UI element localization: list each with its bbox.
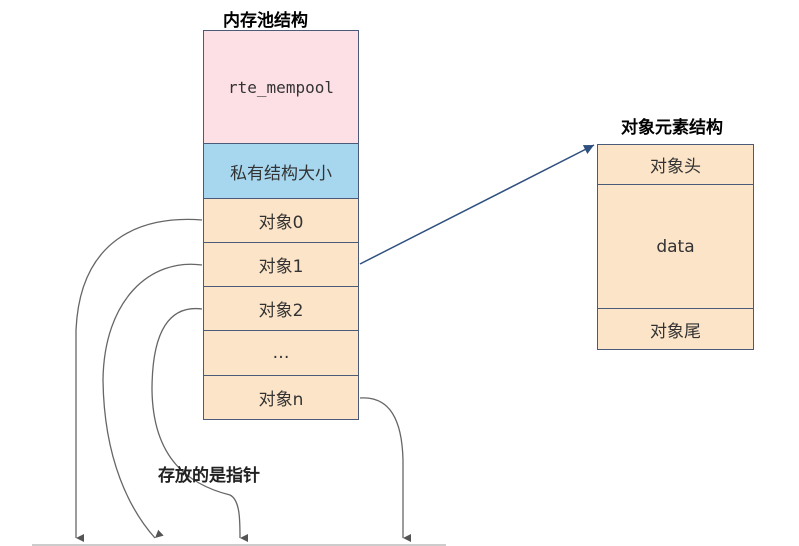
pointer-note: 存放的是指针 (158, 466, 260, 486)
mempool-header-block: rte_mempool (203, 30, 359, 144)
object-0-block: 对象0 (203, 198, 359, 243)
pointer-curve-object-0 (75, 218, 203, 542)
pointer-curve-object-1 (102, 263, 203, 539)
pointer-curve-object-n (359, 397, 411, 542)
private-size-label: 私有结构大小 (230, 163, 332, 184)
pointer-curve-object-2 (151, 307, 249, 542)
object-n-block: 对象n (203, 375, 359, 420)
object-2-block: 对象2 (203, 286, 359, 331)
object-1-block: 对象1 (203, 242, 359, 287)
mempool-title: 内存池结构 (223, 11, 308, 31)
object-ellipsis-label: … (272, 343, 290, 363)
object-1-label: 对象1 (258, 257, 304, 277)
object-0-label: 对象0 (258, 213, 304, 233)
element-tail-label: 对象尾 (650, 321, 701, 342)
element-head-block: 对象头 (597, 144, 754, 185)
element-tail-block: 对象尾 (597, 308, 754, 350)
element-data-label: data (656, 236, 695, 257)
element-head-label: 对象头 (650, 157, 701, 177)
object-n-label: 对象n (258, 390, 304, 410)
mempool-header-label: rte_mempool (228, 77, 334, 97)
element-title: 对象元素结构 (621, 118, 723, 138)
element-data-block: data (597, 184, 754, 309)
object-2-label: 对象2 (258, 301, 304, 321)
object-ellipsis-block: … (203, 330, 359, 376)
object-to-element-arrow (359, 144, 595, 265)
private-size-block: 私有结构大小 (203, 143, 359, 199)
